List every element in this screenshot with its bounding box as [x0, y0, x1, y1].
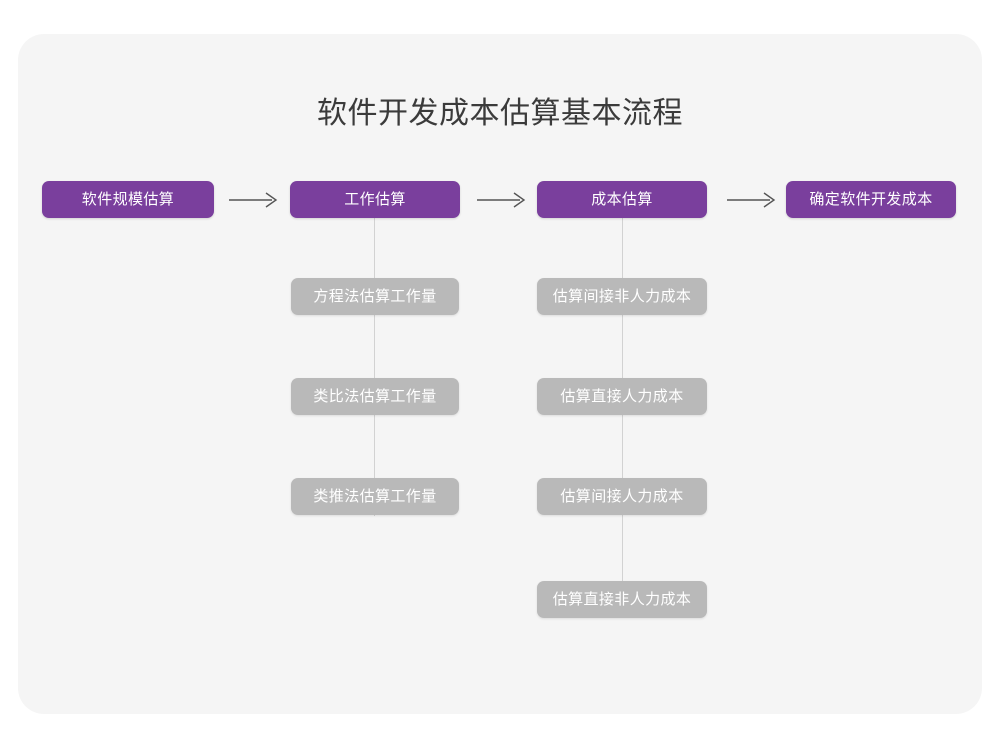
- connector-line-stage3: [622, 217, 623, 618]
- arrow-stage3-to-stage4: [726, 189, 778, 211]
- substep-box-analogy-method-effort[interactable]: 类比法估算工作量: [291, 378, 459, 415]
- substep-box-direct-labor-cost[interactable]: 估算直接人力成本: [537, 378, 707, 415]
- stage-box-software-scale-estimation[interactable]: 软件规模估算: [42, 181, 214, 218]
- substep-box-direct-non-labor-cost[interactable]: 估算直接非人力成本: [537, 581, 707, 618]
- substep-box-indirect-non-labor-cost[interactable]: 估算间接非人力成本: [537, 278, 707, 315]
- stage-box-determine-development-cost[interactable]: 确定软件开发成本: [786, 181, 956, 218]
- connector-line-stage2: [374, 217, 375, 516]
- diagram-title: 软件开发成本估算基本流程: [317, 97, 683, 130]
- arrow-stage2-to-stage3: [476, 189, 528, 211]
- arrow-stage1-to-stage2: [228, 189, 280, 211]
- stage-box-cost-estimation[interactable]: 成本估算: [537, 181, 707, 218]
- substep-box-indirect-labor-cost[interactable]: 估算间接人力成本: [537, 478, 707, 515]
- substep-box-inference-method-effort[interactable]: 类推法估算工作量: [291, 478, 459, 515]
- stage-box-work-estimation[interactable]: 工作估算: [290, 181, 460, 218]
- content-card: [18, 34, 982, 714]
- substep-box-equation-method-effort[interactable]: 方程法估算工作量: [291, 278, 459, 315]
